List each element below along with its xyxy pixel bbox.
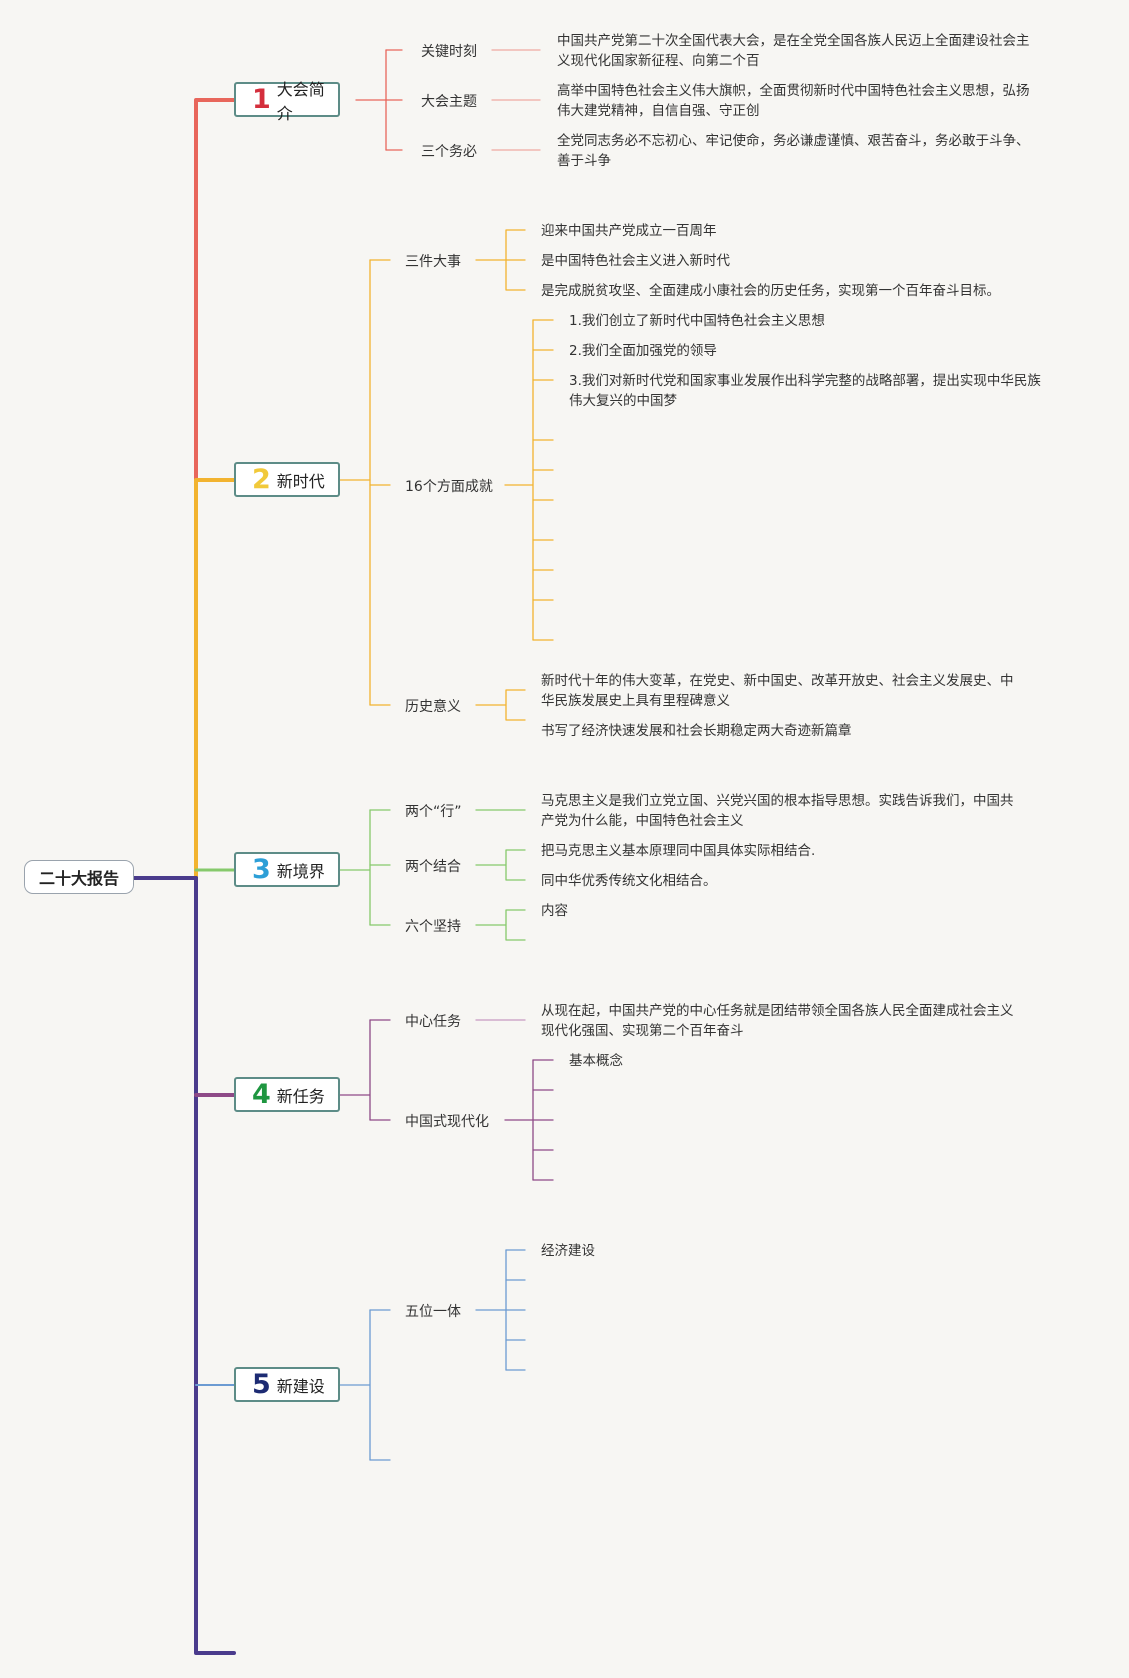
subtopic-three-events[interactable]: 三件大事 xyxy=(405,254,461,270)
topic-5-label: 新建设 xyxy=(276,1376,325,1396)
subtopic-six-adherences[interactable]: 六个坚持 xyxy=(405,919,461,935)
topic-4-label: 新任务 xyxy=(276,1086,325,1106)
topic-2-label: 新时代 xyxy=(276,471,325,491)
leaf-significance-2[interactable]: 书写了经济快速发展和社会长期稳定两大奇迹新篇章 xyxy=(541,723,852,739)
topic5-connectors xyxy=(339,1249,526,1461)
subtopic-16-achievements[interactable]: 16个方面成就 xyxy=(405,479,493,495)
topic-3-label: 新境界 xyxy=(276,861,325,881)
leaf-event-1[interactable]: 迎来中国共产党成立一百周年 xyxy=(541,223,717,239)
topic-3[interactable]: 3 新境界 xyxy=(234,852,340,887)
topic-2-number: 2 xyxy=(252,464,271,495)
topic2-connectors xyxy=(339,229,554,721)
topic-1-number: 1 xyxy=(252,84,271,115)
leaf-theme[interactable]: 高举中国特色社会主义伟大旗帜，全面贯彻新时代中国特色社会主义思想，弘扬伟大建党精… xyxy=(557,83,1030,119)
leaf-achievement-1[interactable]: 1.我们创立了新时代中国特色社会主义思想 xyxy=(569,313,825,329)
root-node[interactable]: 二十大报告 xyxy=(24,860,134,894)
leaf-six-adherences-content[interactable]: 内容 xyxy=(541,903,568,919)
leaf-central-task[interactable]: 从现在起，中国共产党的中心任务就是团结带领全国各族人民全面建成社会主义现代化强国… xyxy=(541,1003,1014,1039)
topic-4[interactable]: 4 新任务 xyxy=(234,1077,340,1112)
leaf-economic-construction[interactable]: 经济建设 xyxy=(541,1243,595,1259)
subtopic-key-moment[interactable]: 关键时刻 xyxy=(421,44,477,60)
leaf-combination-1[interactable]: 把马克思主义基本原理同中国具体实际相结合. xyxy=(541,843,816,859)
subtopic-two-capable[interactable]: 两个“行” xyxy=(405,804,462,820)
topic-1[interactable]: 1 大会简介 xyxy=(234,80,340,123)
topic-5-number: 5 xyxy=(252,1369,271,1400)
leaf-three-musts[interactable]: 全党同志务必不忘初心、牢记使命，务必谦虚谨慎、艰苦奋斗，务必敢于斗争、善于斗争 xyxy=(557,133,1030,169)
subtopic-two-combinations[interactable]: 两个结合 xyxy=(405,859,461,875)
subtopic-five-in-one[interactable]: 五位一体 xyxy=(405,1304,461,1320)
topic-1-label: 大会简介 xyxy=(276,79,325,123)
leaf-combination-2[interactable]: 同中华优秀传统文化相结合。 xyxy=(541,873,717,889)
topic4-connectors xyxy=(339,1019,554,1181)
topic-3-number: 3 xyxy=(252,854,271,885)
subtopic-theme[interactable]: 大会主题 xyxy=(421,94,477,110)
leaf-basic-concept[interactable]: 基本概念 xyxy=(569,1053,623,1069)
leaf-achievement-3[interactable]: 3.我们对新时代党和国家事业发展作出科学完整的战略部署，提出实现中华民族伟大复兴… xyxy=(569,373,1041,409)
spine-orange xyxy=(194,478,236,880)
leaf-two-capable[interactable]: 马克思主义是我们立党立国、兴党兴国的根本指导思想。实践告诉我们，中国共产党为什么… xyxy=(541,793,1014,829)
leaf-event-2[interactable]: 是中国特色社会主义进入新时代 xyxy=(541,253,730,269)
spine-lower xyxy=(194,876,236,1655)
subtopic-chinese-modernization[interactable]: 中国式现代化 xyxy=(405,1114,489,1130)
subtopic-three-musts[interactable]: 三个务必 xyxy=(421,144,477,160)
subtopic-historic-significance[interactable]: 历史意义 xyxy=(405,699,461,715)
topic3-connectors xyxy=(339,809,526,941)
leaf-achievement-2[interactable]: 2.我们全面加强党的领导 xyxy=(569,343,717,359)
topic1-connectors xyxy=(355,49,541,151)
leaf-significance-1[interactable]: 新时代十年的伟大变革，在党史、新中国史、改革开放史、社会主义发展史、中华民族发展… xyxy=(541,673,1014,709)
spine-upper-red xyxy=(194,98,236,880)
leaf-key-moment[interactable]: 中国共产党第二十次全国代表大会，是在全党全国各族人民迈上全面建设社会主义现代化国… xyxy=(557,33,1030,69)
leaf-event-3[interactable]: 是完成脱贫攻坚、全面建成小康社会的历史任务，实现第一个百年奋斗目标。 xyxy=(541,283,1000,299)
topic-4-number: 4 xyxy=(252,1079,271,1110)
topic-5[interactable]: 5 新建设 xyxy=(234,1367,340,1402)
topic-2[interactable]: 2 新时代 xyxy=(234,462,340,497)
subtopic-central-task[interactable]: 中心任务 xyxy=(405,1014,461,1030)
